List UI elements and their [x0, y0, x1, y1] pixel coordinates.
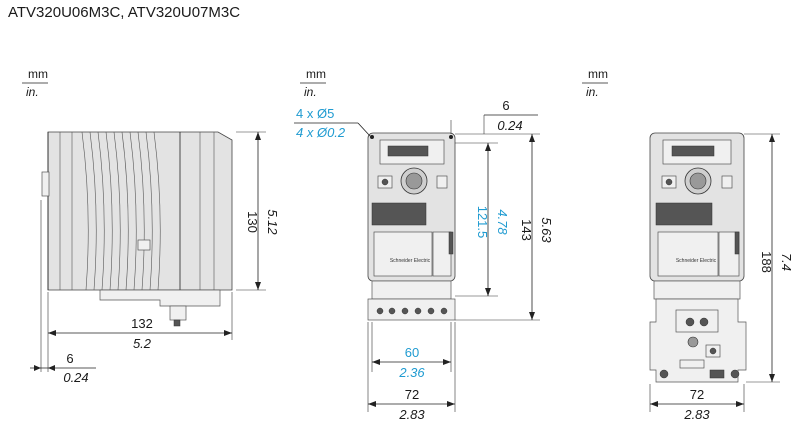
unit-in: in.	[586, 85, 599, 99]
emc-width-in: 2.83	[683, 407, 710, 422]
front-height-dimension: 143 5.63	[455, 134, 554, 321]
holes-mm: 4 x Ø5	[296, 106, 334, 121]
side-depth-mm: 132	[131, 316, 153, 331]
hole-spacing-h-mm: 60	[405, 345, 419, 360]
unit-mm: mm	[588, 67, 608, 81]
front-top-in: 0.24	[497, 118, 522, 133]
unit-mm: mm	[306, 67, 326, 81]
hole-spacing-vertical-dimension: 121.5 4.78	[455, 142, 510, 297]
emc-height-dimension: 188 7.4	[744, 133, 794, 383]
front-width-dimension: 72 2.83	[367, 322, 456, 422]
unit-legend-emc: mm in.	[582, 67, 608, 99]
hole-spacing-v-mm: 121.5	[475, 206, 490, 239]
side-offset-in: 0.24	[63, 370, 88, 385]
mounting-hole-icon	[449, 135, 453, 139]
emc-brand-label: Schneider Electric	[676, 258, 717, 264]
holes-callout: 4 x Ø5 4 x Ø0.2	[294, 106, 371, 140]
terminal-screws	[376, 307, 448, 315]
holes-in: 4 x Ø0.2	[296, 125, 346, 140]
emc-plate	[649, 298, 747, 383]
emc-view: Schneider Electric	[649, 132, 747, 383]
side-height-mm: 130	[245, 211, 260, 233]
side-depth-in: 5.2	[133, 336, 152, 351]
front-width-mm: 72	[405, 387, 419, 402]
mounting-hole-icon	[370, 135, 374, 139]
front-height-mm: 143	[519, 219, 534, 241]
hole-spacing-v-in: 4.78	[495, 209, 510, 235]
front-brand-label: Schneider Electric	[390, 258, 431, 264]
side-depth-dimension: 132 5.2	[40, 200, 233, 372]
emc-height-mm: 188	[759, 251, 774, 273]
emc-height-in: 7.4	[779, 253, 794, 271]
side-height-in: 5.12	[265, 209, 280, 235]
emc-width-dimension: 72 2.83	[649, 384, 745, 422]
unit-in: in.	[304, 85, 317, 99]
side-height-dimension: 130 5.12	[236, 131, 280, 291]
heatsink-fins	[81, 131, 161, 291]
emc-width-mm: 72	[690, 387, 704, 402]
hole-spacing-h-in: 2.36	[398, 365, 425, 380]
unit-mm: mm	[28, 67, 48, 81]
side-offset-mm: 6	[66, 351, 73, 366]
front-height-in: 5.63	[539, 217, 554, 243]
side-offset-dimension: 6 0.24	[30, 340, 96, 385]
unit-legend-front: mm in.	[300, 67, 326, 99]
unit-in: in.	[26, 85, 39, 99]
front-width-in: 2.83	[398, 407, 425, 422]
front-top-offset-dimension: 6 0.24	[450, 98, 540, 135]
front-view: Schneider Electric	[367, 132, 456, 321]
page-title: ATV320U06M3C, ATV320U07M3C	[8, 4, 241, 21]
side-view	[41, 131, 233, 327]
hole-spacing-horizontal-dimension: 60 2.36	[371, 322, 452, 380]
unit-legend-side: mm in.	[22, 67, 48, 99]
front-top-mm: 6	[502, 98, 509, 113]
